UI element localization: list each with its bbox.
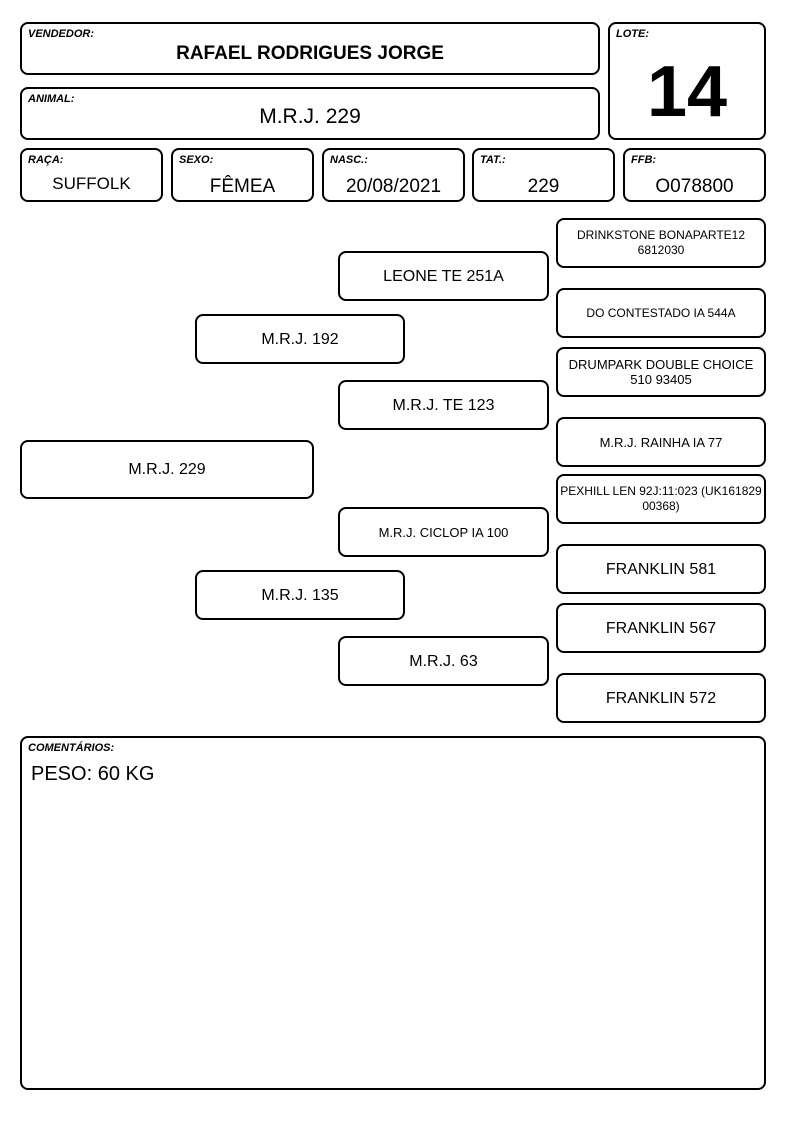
ffb-label: FFB: [631, 154, 657, 166]
pedigree-ggp-5: PEXHILL LEN 92J:11:023 (UK161829 00368) [556, 474, 766, 524]
nasc-value: 20/08/2021 [345, 176, 442, 197]
pedigree-ggp-2: DO CONTESTADO IA 544A [556, 288, 766, 338]
comments-text: PESO: 60 KG [31, 763, 155, 785]
pedigree-ggp-1: DRINKSTONE BONAPARTE12 6812030 [556, 218, 766, 268]
vendedor-label: VENDEDOR: [28, 28, 95, 40]
pedigree-dam: M.R.J. 135 [195, 570, 405, 620]
animal-label: ANIMAL: [28, 93, 75, 105]
nasc-label: NASC.: [330, 154, 368, 166]
pedigree-ggp-7: FRANKLIN 567 [556, 603, 766, 653]
tat-box: TAT.: 229 [472, 148, 615, 202]
pedigree-sire-dam: M.R.J. TE 123 [338, 380, 549, 430]
lote-value: 14 [646, 52, 728, 132]
tat-label: TAT.: [480, 154, 506, 166]
sexo-value: FÊMEA [209, 176, 276, 197]
comments-label: COMENTÁRIOS: [28, 742, 115, 754]
pedigree-ggp-4: M.R.J. RAINHA IA 77 [556, 417, 766, 467]
lote-box: LOTE: 14 [608, 22, 766, 140]
animal-value: M.R.J. 229 [259, 105, 361, 128]
animal-box: ANIMAL: M.R.J. 229 [20, 87, 600, 140]
comments-box: COMENTÁRIOS: PESO: 60 KG [20, 736, 766, 1090]
sexo-box: SEXO: FÊMEA [171, 148, 314, 202]
pedigree-sire: M.R.J. 192 [195, 314, 405, 364]
pedigree-dam-sire: M.R.J. CICLOP IA 100 [338, 507, 549, 557]
vendedor-box: VENDEDOR: RAFAEL RODRIGUES JORGE [20, 22, 600, 75]
lote-label: LOTE: [616, 28, 649, 40]
pedigree-animal: M.R.J. 229 [20, 440, 314, 499]
pedigree-ggp-6: FRANKLIN 581 [556, 544, 766, 594]
nasc-box: NASC.: 20/08/2021 [322, 148, 465, 202]
pedigree-ggp-8: FRANKLIN 572 [556, 673, 766, 723]
ffb-value: O078800 [655, 176, 734, 197]
raca-value: SUFFOLK [52, 174, 131, 193]
sexo-label: SEXO: [179, 154, 214, 166]
ffb-box: FFB: O078800 [623, 148, 766, 202]
raca-label: RAÇA: [28, 154, 64, 166]
raca-box: RAÇA: SUFFOLK [20, 148, 163, 202]
pedigree-dam-dam: M.R.J. 63 [338, 636, 549, 686]
pedigree-ggp-3: DRUMPARK DOUBLE CHOICE 510 93405 [556, 347, 766, 397]
vendedor-value: RAFAEL RODRIGUES JORGE [176, 43, 444, 64]
pedigree-sire-sire: LEONE TE 251A [338, 251, 549, 301]
tat-value: 229 [527, 176, 560, 197]
